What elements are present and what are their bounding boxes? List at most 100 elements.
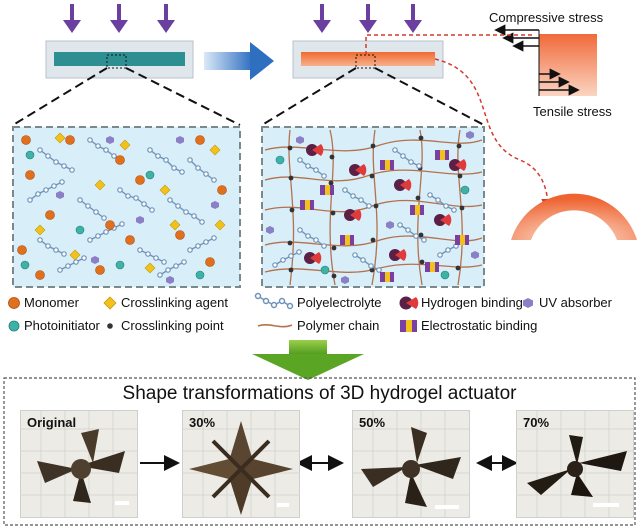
polyelectrolyte-bead (161, 259, 167, 265)
photo-original: Original (20, 410, 138, 518)
polyelectrolyte-bead (27, 197, 33, 203)
photo-original-label: Original (27, 415, 77, 430)
hydrogen-binding-partner (400, 179, 412, 191)
polyelectrolyte-bead (125, 193, 131, 199)
electrostatic-binding-anion (460, 235, 465, 245)
polyelectrolyte-bead (155, 153, 161, 159)
polymer-chain (264, 235, 483, 247)
legend-polymer-chain-label: Polymer chain (297, 318, 380, 333)
monomer-molecule (45, 210, 55, 220)
polyelectrolyte-chain (89, 139, 115, 157)
crosslinking-point (289, 207, 295, 213)
monomer-molecule (195, 135, 205, 145)
compressive-stress-label: Compressive stress (489, 10, 604, 25)
electrostatic-binding-cation-2 (310, 200, 314, 210)
polyelectrolyte-bead (352, 252, 358, 258)
crosslinking-point (288, 175, 294, 181)
polyelectrolyte-bead (147, 147, 153, 153)
zoom-lines-right (261, 67, 485, 126)
uv-absorber-molecule (466, 131, 474, 139)
crosslinking-point (419, 259, 425, 265)
legend-crosslinking-point-icon (107, 323, 113, 329)
hydrogen-binding-partner (440, 214, 452, 226)
electrostatic-binding-cation-2 (350, 235, 354, 245)
electrostatic-binding-cation-2 (465, 235, 469, 245)
legend-monomer-icon (8, 297, 20, 309)
crosslinking-point (455, 265, 461, 271)
polyelectrolyte-bead (137, 247, 143, 253)
polyelectrolyte-bead (141, 201, 147, 207)
polyelectrolyte-bead (199, 219, 205, 225)
photoinitiator-molecule (440, 270, 450, 280)
polyelectrolyte-bead (103, 147, 109, 153)
polyelectrolyte-bead (45, 153, 51, 159)
polyelectrolyte-bead (53, 247, 59, 253)
hydrogen-binding-partner (310, 252, 322, 264)
polyelectrolyte-bead (321, 243, 327, 249)
crosslinking-point (330, 210, 336, 216)
electrostatic-binding-cation (380, 272, 385, 282)
monomer-molecule (25, 170, 35, 180)
polyelectrolyte-bead (53, 159, 59, 165)
photo-70: 70% (516, 410, 634, 518)
actuator-30-image (183, 411, 299, 517)
polyelectrolyte-bead (443, 203, 449, 209)
polyelectrolyte-bead (405, 227, 411, 233)
polyelectrolyte-bead (45, 243, 51, 249)
monomer-molecule (135, 175, 145, 185)
crosslinking-point (457, 173, 463, 179)
polyelectrolyte-bead (342, 187, 348, 193)
uv-absorber-molecule (211, 201, 219, 209)
crosslinking-point (370, 237, 376, 243)
polyelectrolyte-chain (139, 249, 165, 263)
polyelectrolyte-bead (203, 239, 209, 245)
legend-photoinitiator-label: Photoinitiator (24, 318, 100, 333)
polyelectrolyte-bead (35, 191, 41, 197)
monomer-molecule (175, 230, 185, 240)
crosslinker-molecule (159, 184, 171, 196)
hydrogen-binding-partner (355, 164, 367, 176)
monomer-molecule (35, 270, 45, 280)
polyelectrolyte-bead (195, 165, 201, 171)
photo-30: 30% (182, 410, 300, 518)
legend-monomer-label: Monomer (24, 295, 79, 310)
crosslinking-point (373, 203, 379, 209)
electrostatic-binding-cation (340, 235, 345, 245)
electrostatic-binding-anion (325, 185, 330, 195)
crosslinker-molecule (144, 262, 156, 274)
electrostatic-binding-cation (300, 200, 305, 210)
monomer-molecule (217, 185, 227, 195)
polyelectrolyte-bead (408, 159, 414, 165)
actuator-70-image (517, 411, 633, 517)
uv-absorber-molecule (296, 136, 304, 144)
legend-hydrogen-binding-icon (399, 296, 419, 310)
polyelectrolyte-chain (394, 149, 420, 167)
crosslinker-molecule (34, 224, 46, 236)
polyelectrolyte-bead (360, 257, 366, 263)
transition-arrow (204, 42, 274, 80)
polyelectrolyte-bead (366, 203, 372, 209)
photoinitiator-molecule (320, 265, 330, 275)
process-arrow-down (252, 340, 364, 380)
polyelectrolyte-bead (133, 195, 139, 201)
monomer-molecule (205, 257, 215, 267)
electrostatic-binding-cation-2 (420, 205, 424, 215)
electrostatic-binding-anion (430, 262, 435, 272)
actuator-50-image (353, 411, 469, 517)
polyelectrolyte-bead (181, 259, 187, 265)
zoom-lines-left (12, 67, 241, 126)
bent-actuator-arch (511, 193, 637, 240)
polyelectrolyte-bead (435, 197, 441, 203)
precursor-molecules (17, 132, 227, 284)
legend-symbols (8, 292, 533, 332)
polyelectrolyte-bead (69, 167, 75, 173)
monomer-molecule (17, 245, 27, 255)
polyelectrolyte-bead (187, 157, 193, 163)
polyelectrolyte-bead (191, 213, 197, 219)
polyelectrolyte-bead (171, 165, 177, 171)
polyelectrolyte-bead (451, 207, 457, 213)
electrostatic-binding-anion (305, 200, 310, 210)
electrostatic-binding-anion (415, 205, 420, 215)
polyelectrolyte-bead (57, 267, 63, 273)
